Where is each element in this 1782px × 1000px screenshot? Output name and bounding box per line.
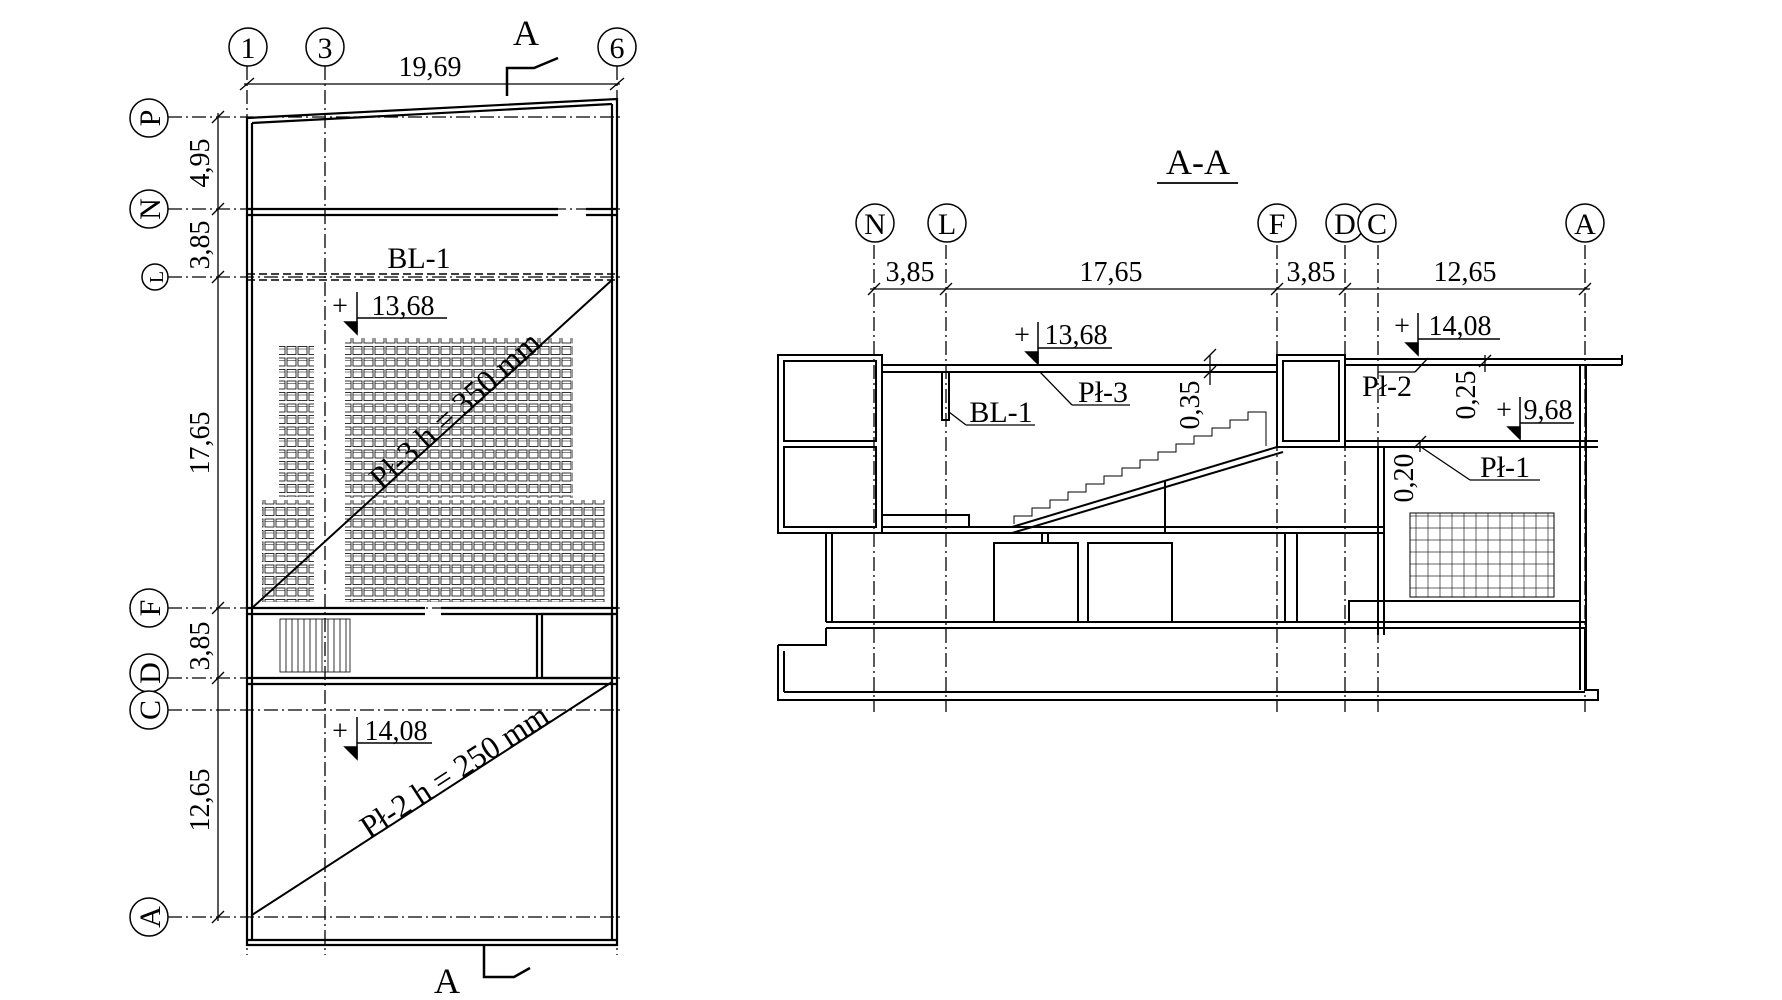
section-label-pl1: Pł-1: [1480, 451, 1530, 484]
section-thickness-025: 0,25: [1451, 371, 1482, 420]
section-bubble-c: [1357, 203, 1397, 243]
section-level-right-top: 14,08: [1429, 311, 1492, 342]
section-dimension-line: [867, 282, 1592, 296]
section-leaders: [948, 348, 1540, 481]
section-level-left: 13,68: [1045, 320, 1108, 351]
plan-seating: [262, 338, 605, 602]
section-plus-right-top: +: [1394, 311, 1410, 342]
section-level-right-mid: 9,68: [1524, 395, 1573, 426]
plan-axis-label-6: 6: [610, 32, 625, 65]
plan-dim-left-3: 17,65: [185, 412, 216, 475]
section-plus-left: +: [1014, 320, 1030, 351]
plan-walls: [245, 97, 619, 947]
section-marker-bottom: A: [434, 961, 460, 1000]
plan-plus-lower: +: [332, 716, 348, 747]
plan-axis-label-3: 3: [318, 32, 333, 65]
axis-bubble-6: [597, 27, 637, 67]
seats-center-lower: [345, 500, 605, 602]
section-bubble-l: [927, 203, 967, 243]
section-axis-label-a: A: [1574, 208, 1596, 241]
slab-diagonal-lower: [251, 681, 613, 916]
seats-left-upper: [279, 345, 314, 497]
section-plus-right-mid: +: [1496, 395, 1512, 426]
section-bubble-n: [855, 203, 895, 243]
section-bubble-f: [1257, 203, 1297, 243]
section-stage-grid: [1409, 512, 1555, 598]
plan-level-lower: 14,08: [365, 716, 428, 747]
axis-bubble-p: [129, 98, 169, 138]
section-cut-markers: [482, 56, 559, 979]
section-text: A-A N L F D C A 3,85 17,65 3,85 12,65 + …: [864, 142, 1596, 503]
plan-stair-hatch: [279, 618, 351, 673]
section-aa: [777, 182, 1623, 712]
seats-center-top: [481, 338, 545, 498]
section-seating-steps: [1013, 411, 1267, 524]
axis-bubble-f: [129, 588, 169, 628]
section-level-marks: [1024, 313, 1574, 441]
section-label-pl3: Pł-3: [1078, 376, 1128, 409]
section-structure: [777, 354, 1623, 701]
section-axis-label-d: D: [1334, 208, 1356, 241]
plan-axis-label-d: D: [134, 662, 167, 684]
section-marker-top: A: [513, 13, 539, 53]
plan-dim-left-1: 4,95: [185, 139, 216, 188]
axis-bubble-l: [141, 263, 169, 291]
axis-bubble-3: [305, 27, 345, 67]
plan-beam-bl1: [247, 273, 617, 281]
section-title: A-A: [1166, 142, 1230, 182]
plan-axis-label-1: 1: [241, 32, 256, 65]
section-axis-label-f: F: [1269, 208, 1286, 241]
section-label-pl2: Pł-2: [1362, 370, 1412, 403]
plan-level-marks: [343, 292, 447, 761]
axis-bubble-n: [129, 189, 169, 229]
slab-diagonal-upper: [251, 279, 613, 609]
floor-plan: [129, 27, 637, 979]
plan-axis-label-n: N: [134, 198, 167, 220]
plan-axis-bubbles: [129, 27, 637, 937]
section-axis-bubbles: [855, 203, 1605, 243]
plan-dim-left-4: 3,85: [185, 622, 216, 671]
plan-top-dimension: [239, 77, 625, 91]
section-bubble-a: [1565, 203, 1605, 243]
plan-axis-label-c: C: [134, 700, 167, 720]
plan-plus-upper: +: [332, 291, 348, 322]
section-dim-4: 12,65: [1434, 257, 1497, 288]
seats-right-upper: [545, 338, 573, 498]
plan-dim-top: 19,69: [399, 52, 462, 83]
plan-dim-left-2: 3,85: [185, 221, 216, 270]
section-dim-1: 3,85: [886, 257, 935, 288]
section-axis-label-l: L: [938, 208, 956, 241]
axis-bubble-a: [129, 897, 169, 937]
plan-axis-label-f: F: [134, 600, 167, 617]
plan-axis-label-l: L: [146, 271, 168, 283]
axis-bubble-c: [129, 690, 169, 730]
plan-axis-label-p: P: [134, 110, 167, 127]
plan-axis-label-a: A: [134, 906, 167, 928]
plan-bl1-label: BL-1: [387, 242, 450, 275]
section-dim-2: 17,65: [1080, 257, 1143, 288]
section-thickness-035: 0,35: [1175, 381, 1206, 430]
axis-bubble-1: [228, 27, 268, 67]
plan-level-upper: 13,68: [372, 291, 435, 322]
section-thickness-020: 0,20: [1389, 454, 1420, 503]
section-label-bl1: BL-1: [969, 396, 1032, 429]
section-dim-3: 3,85: [1287, 257, 1336, 288]
section-axis-label-c: C: [1367, 208, 1387, 241]
plan-left-dimension: [211, 110, 225, 924]
seats-center-upper: [345, 338, 481, 498]
plan-dim-left-5: 12,65: [185, 769, 216, 832]
section-axis-label-n: N: [864, 208, 886, 241]
seats-left-lower: [262, 500, 314, 602]
